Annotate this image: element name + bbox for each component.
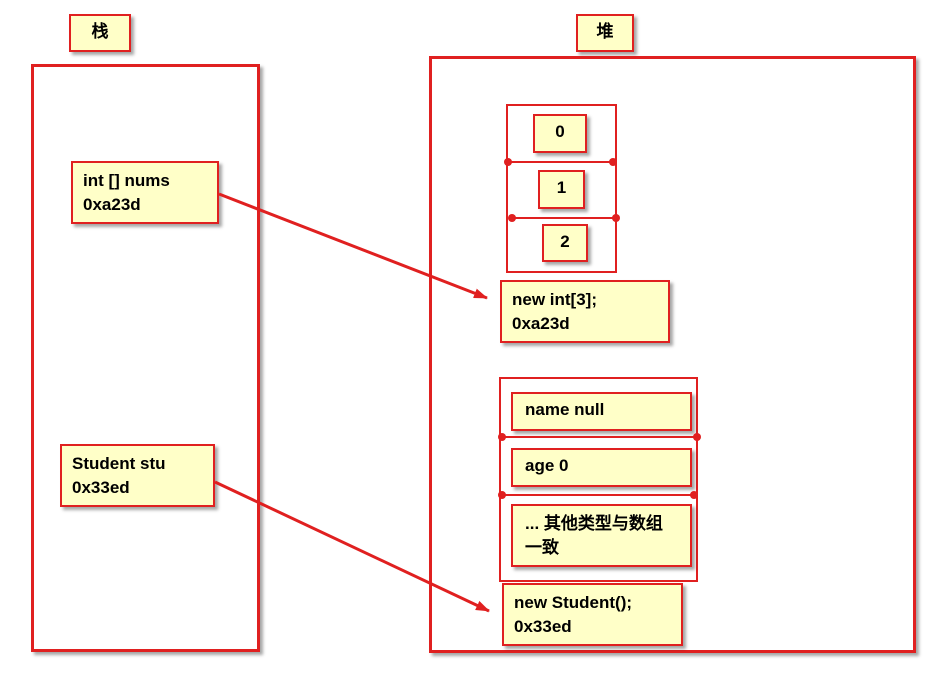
field-age: age 0 xyxy=(511,448,692,487)
arrow-nums-to-array xyxy=(218,192,488,300)
object-divider-2-dot-left xyxy=(498,491,506,499)
object-divider-1-dot-right xyxy=(693,433,701,441)
array-divider-2-dot-left xyxy=(508,214,516,222)
stack-var-nums: int [] nums 0xa23d xyxy=(71,161,219,224)
array-dividers xyxy=(504,158,620,222)
object-dividers xyxy=(498,433,701,499)
array-divider-2-dot-right xyxy=(612,214,620,222)
heap-object-label: new Student(); 0x33ed xyxy=(502,583,683,646)
array-divider-1-dot-right xyxy=(609,158,617,166)
field-others: ... 其他类型与数组一致 xyxy=(511,504,692,567)
stack-var-stu: Student stu 0x33ed xyxy=(60,444,215,507)
stack-title: 栈 xyxy=(69,14,131,52)
stack-var-nums-decl: int [] nums xyxy=(83,171,170,190)
stack-var-stu-decl: Student stu xyxy=(72,454,166,473)
field-name: name null xyxy=(511,392,692,431)
heap-object-decl: new Student(); xyxy=(514,593,633,612)
array-cell-0: 0 xyxy=(533,114,587,153)
heap-object-addr: 0x33ed xyxy=(514,617,572,636)
arrow-stu-to-object xyxy=(214,480,490,613)
stack-var-nums-addr: 0xa23d xyxy=(83,195,141,214)
heap-array-label: new int[3]; 0xa23d xyxy=(500,280,670,343)
object-divider-2-dot-right xyxy=(690,491,698,499)
object-divider-1-dot-left xyxy=(498,433,506,441)
array-cell-2: 2 xyxy=(542,224,588,262)
heap-array-decl: new int[3]; xyxy=(512,290,597,309)
array-divider-1-dot-left xyxy=(504,158,512,166)
heap-title: 堆 xyxy=(576,14,634,52)
stack-var-stu-addr: 0x33ed xyxy=(72,478,130,497)
array-cell-1: 1 xyxy=(538,170,585,209)
heap-array-addr: 0xa23d xyxy=(512,314,570,333)
